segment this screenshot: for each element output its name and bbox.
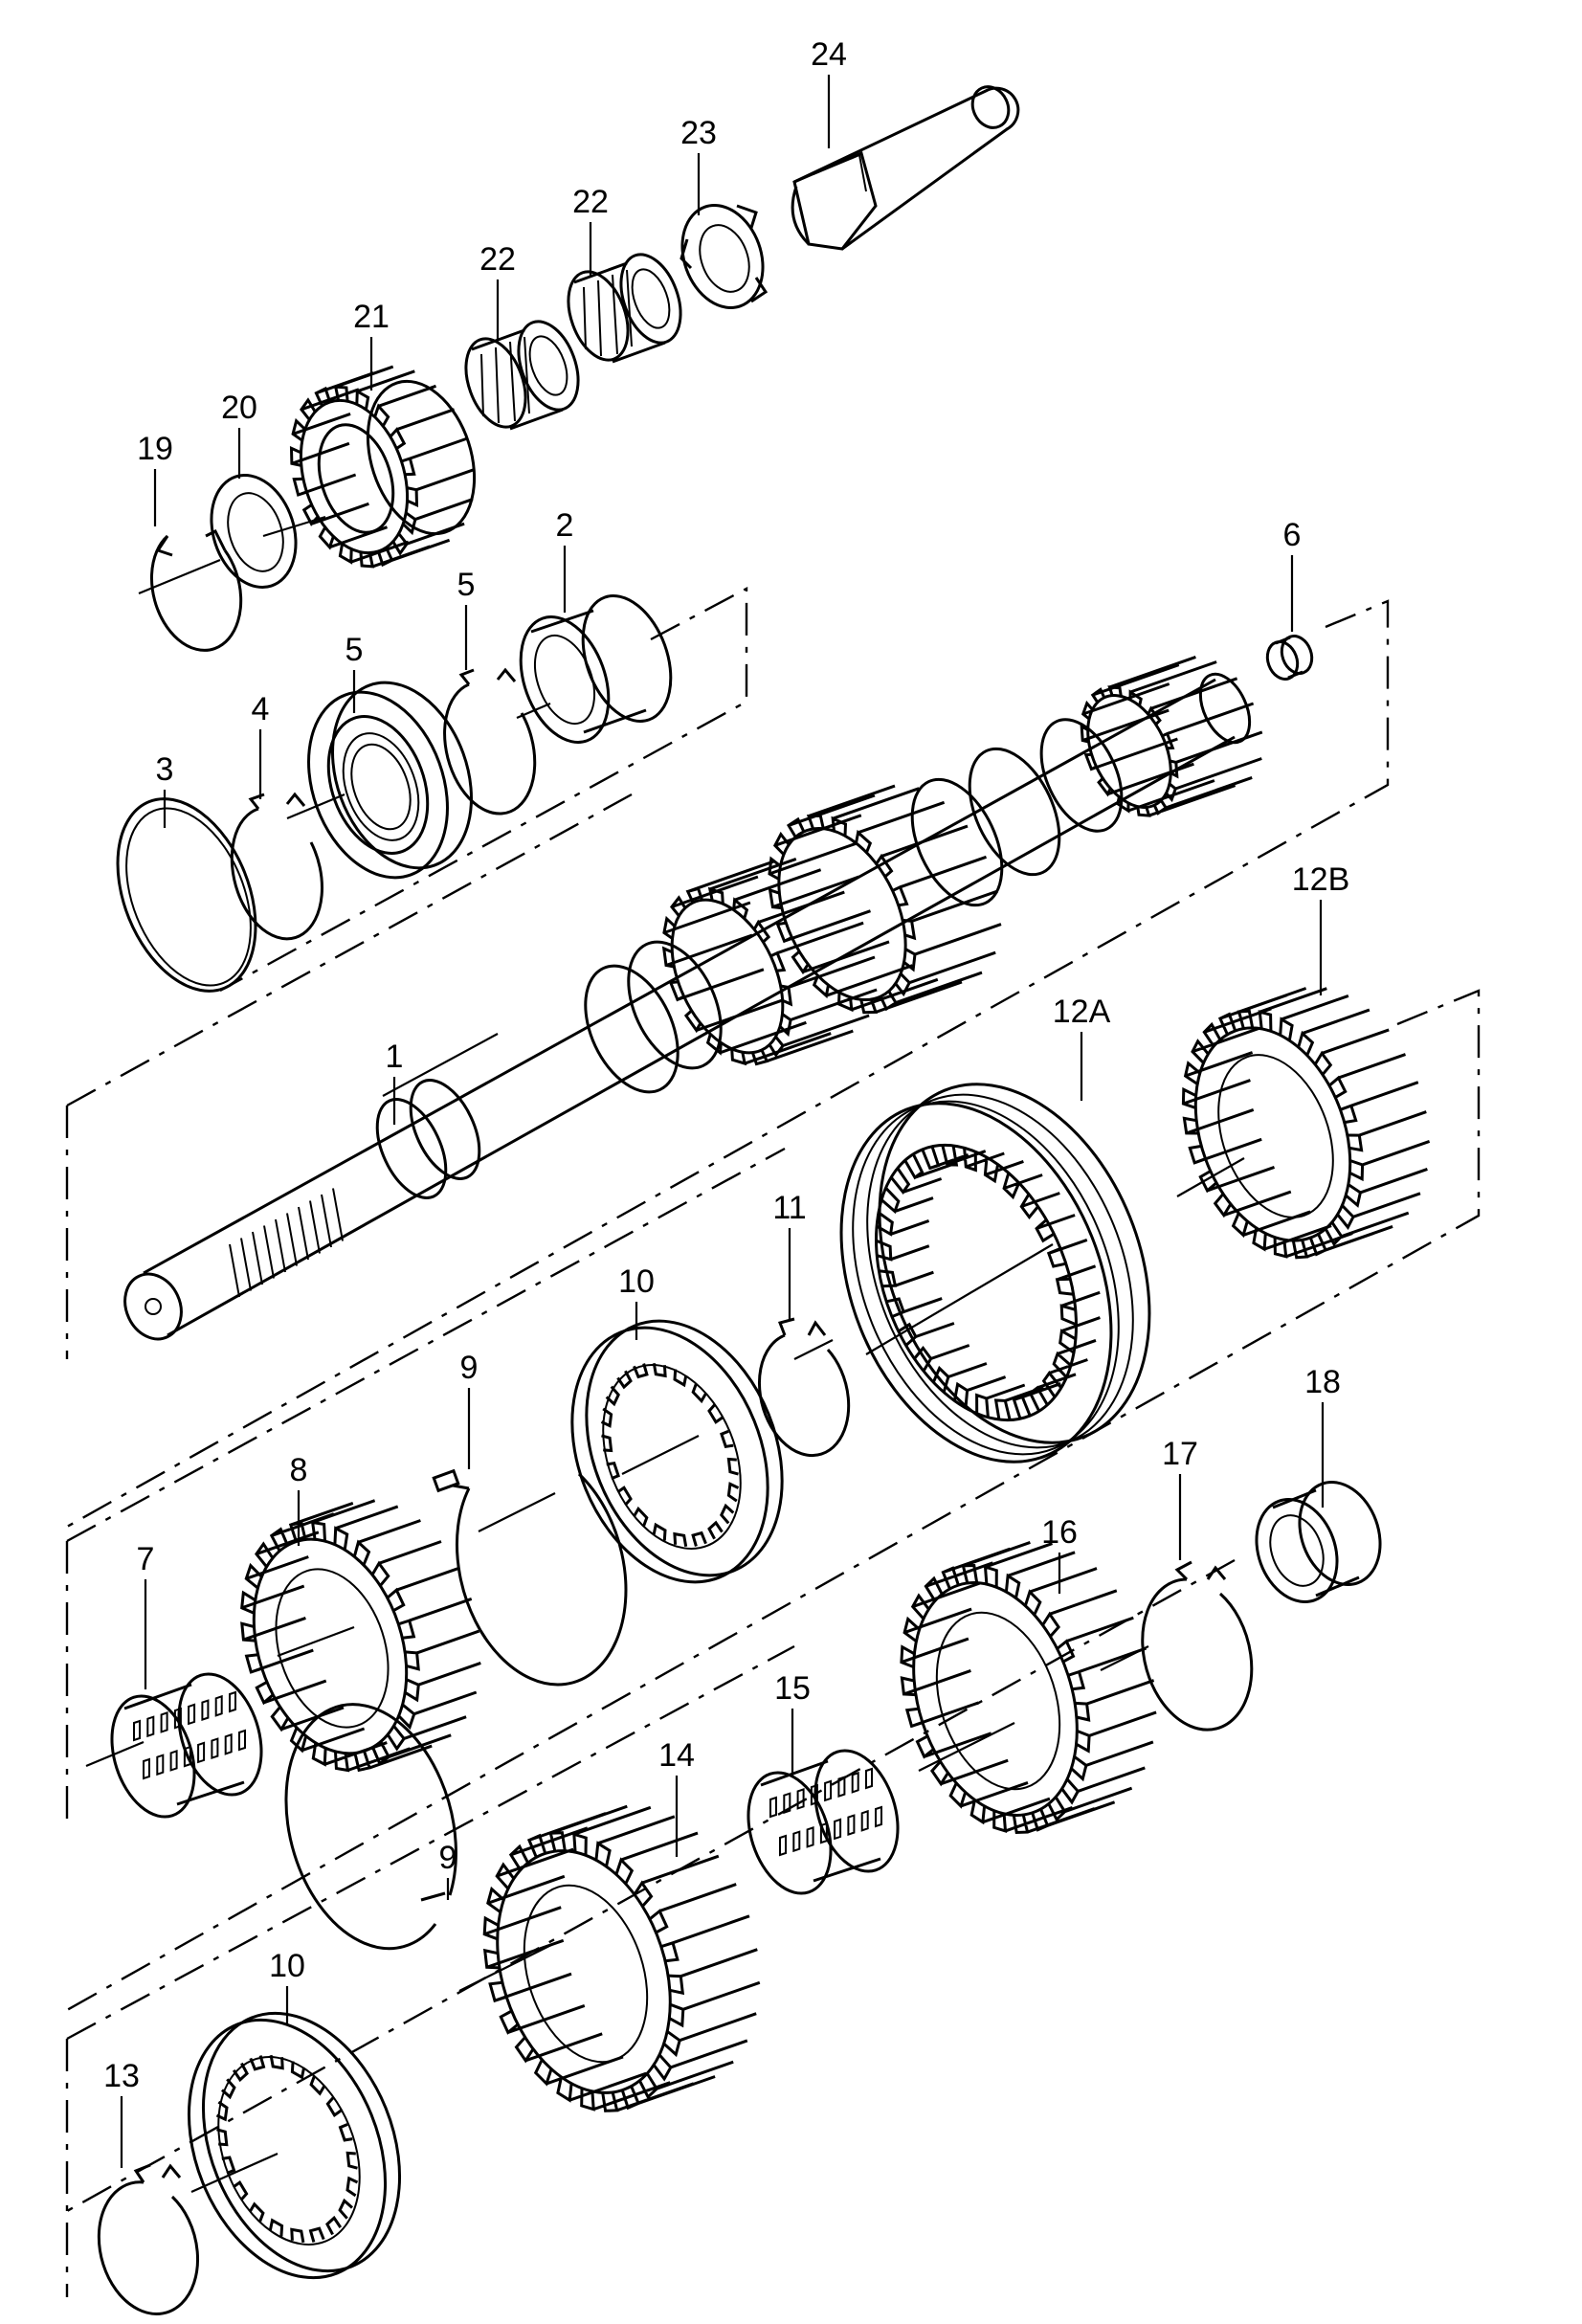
shaft-splines <box>229 1188 344 1298</box>
part-18-bearing-race <box>1255 1481 1382 1603</box>
part-9-spring-lower <box>284 1703 457 1951</box>
callout-22-upper: 22 <box>572 184 609 220</box>
part-14-gear <box>482 1804 761 2112</box>
part-22-needle-cage-upper <box>567 253 682 364</box>
part-13-circlip <box>97 2163 200 2315</box>
part-4-ball-bearing <box>307 681 473 880</box>
part-9-spring-upper <box>432 1468 628 1687</box>
part-5-circlip-upper <box>443 667 537 816</box>
callout-13: 13 <box>103 2058 140 2094</box>
callout-24: 24 <box>811 36 847 73</box>
callout-6: 6 <box>1283 517 1302 553</box>
part-12B-gear <box>1181 987 1431 1260</box>
callout-21: 21 <box>353 299 390 335</box>
gear-teeth <box>1080 655 1263 817</box>
part-1-main-shaft <box>123 655 1263 1341</box>
callout-16: 16 <box>1041 1514 1078 1551</box>
part-21-helical-gear <box>289 365 477 569</box>
callout-4: 5 <box>345 632 364 668</box>
callout-17: 17 <box>1162 1436 1198 1472</box>
callout-5-lower: 4 <box>252 691 270 727</box>
callout-12B: 12B <box>1292 861 1350 898</box>
part-10-synchro-ring-upper <box>570 1319 784 1584</box>
part-20-flat-washer <box>210 473 298 590</box>
part-3-o-ring <box>116 797 257 993</box>
gear-teeth <box>768 784 1002 1015</box>
part-6-bush <box>1265 635 1314 681</box>
cage-windows <box>143 1729 246 1780</box>
part-7-needle-cage <box>110 1672 263 1819</box>
gear-teeth <box>661 857 878 1066</box>
axis-lines <box>85 515 1245 2194</box>
callout-9-lower: 9 <box>439 1840 457 1876</box>
gear-teeth <box>240 1499 481 1773</box>
callout-22-lower: 22 <box>479 241 516 278</box>
part-12A-synchro-sleeve <box>839 1083 1151 1464</box>
callout-5-upper: 5 <box>457 567 476 603</box>
gear-teeth <box>215 2054 359 2244</box>
callout-3: 3 <box>156 751 174 788</box>
cage-windows <box>133 1690 236 1742</box>
part-8-gear <box>240 1499 481 1773</box>
part-19-circlip <box>150 528 243 652</box>
callout-9-upper: 9 <box>460 1350 479 1386</box>
part-10-synchro-ring-lower <box>187 2011 402 2280</box>
part-2-needle-bearing <box>519 594 673 744</box>
callout-10-lower: 10 <box>269 1948 305 1984</box>
callout-8: 8 <box>290 1452 308 1488</box>
callout-11: 11 <box>772 1190 806 1226</box>
callout-15: 15 <box>774 1670 811 1707</box>
callout-leaders <box>120 75 1325 2168</box>
gear-teeth <box>875 1145 1101 1420</box>
gear-teeth <box>482 1804 761 2112</box>
part-24-shaft-pin <box>791 85 1020 251</box>
part-17-circlip <box>1141 1560 1254 1732</box>
cage-windows <box>769 1767 873 1819</box>
grouping-frames <box>65 587 1481 2297</box>
callout-20: 20 <box>221 390 257 426</box>
callout-18: 18 <box>1304 1364 1341 1400</box>
callout-10-upper: 10 <box>618 1263 655 1300</box>
gear-teeth <box>600 1362 740 1548</box>
callout-7: 7 <box>137 1541 155 1577</box>
part-22-needle-cage-lower <box>464 320 580 431</box>
callout-23: 23 <box>680 115 717 151</box>
callout-14: 14 <box>658 1737 695 1774</box>
part-5-circlip-lower <box>230 792 323 941</box>
part-11-circlip <box>757 1317 851 1458</box>
gear-teeth <box>1181 987 1431 1260</box>
cage-windows <box>779 1805 882 1857</box>
callout-19: 19 <box>137 431 173 467</box>
part-16-gear <box>900 1540 1157 1835</box>
gear-teeth <box>289 365 475 569</box>
callout-labels: 24 23 22 22 21 20 19 6 2 5 5 4 3 12B 12A… <box>103 36 1349 2094</box>
callout-1: 1 <box>386 1039 404 1075</box>
gear-teeth <box>900 1540 1157 1835</box>
callout-2: 2 <box>556 507 574 544</box>
callout-12A: 12A <box>1053 994 1111 1030</box>
part-15-needle-cage <box>746 1749 900 1895</box>
part-23-thrust-washer <box>680 204 769 309</box>
